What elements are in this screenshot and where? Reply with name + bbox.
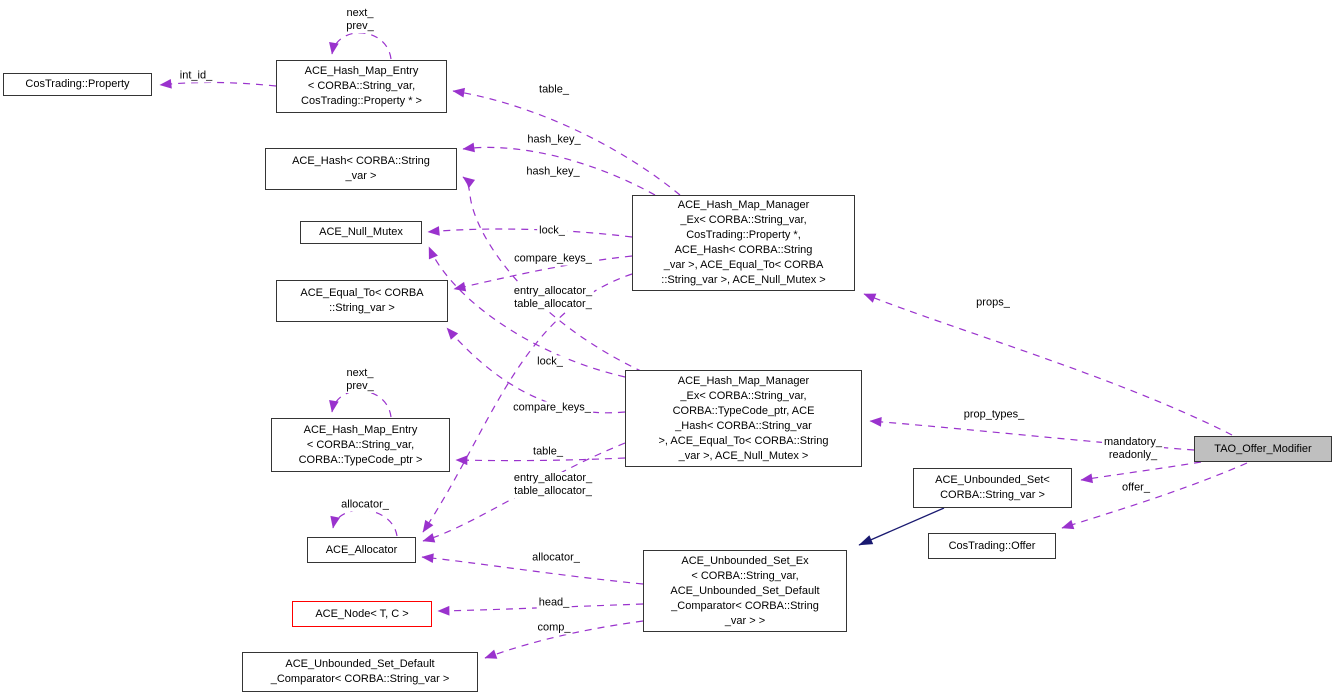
class-node-tao-offer-modifier: TAO_Offer_Modifier — [1194, 436, 1332, 462]
edge-label-mandatory-readonly: mandatory_ readonly_ — [1101, 436, 1165, 462]
class-node-hash-map-manager-typecode[interactable]: ACE_Hash_Map_Manager _Ex< CORBA::String_… — [625, 370, 862, 467]
edge-label-allocators-1: entry_allocator_ table_allocator_ — [511, 285, 595, 311]
edge-table-manager-typecode — [455, 455, 626, 466]
class-node-unbounded-set[interactable]: ACE_Unbounded_Set< CORBA::String_var > — [913, 468, 1072, 508]
edge-comp — [484, 620, 644, 659]
edge-lock-manager-property — [427, 226, 633, 238]
edge-allocator-self — [330, 509, 398, 537]
edge-lock-manager-typecode — [428, 246, 626, 378]
edge-label-table-1: table_ — [537, 83, 571, 97]
edge-inheritance-unbounded-set — [858, 507, 945, 546]
class-node-ace-hash[interactable]: ACE_Hash< CORBA::String _var > — [265, 148, 457, 190]
class-node-cos-trading-offer[interactable]: CosTrading::Offer — [928, 533, 1056, 559]
edge-label-table-2: table_ — [531, 445, 565, 459]
class-node-cos-trading-property[interactable]: CosTrading::Property — [3, 73, 152, 96]
edge-head — [437, 603, 644, 616]
edge-mandatory-readonly — [1080, 461, 1202, 484]
class-node-hash-map-entry-typecode[interactable]: ACE_Hash_Map_Entry < CORBA::String_var, … — [271, 418, 450, 472]
edge-props — [863, 293, 1233, 436]
edge-label-comp: comp_ — [535, 621, 573, 635]
edge-label-head: head_ — [536, 596, 572, 610]
edge-next-prev-entry-typecode — [329, 390, 392, 418]
edge-label-allocator-self: allocator_ — [339, 498, 391, 512]
edge-label-compare-keys-1: compare_keys_ — [512, 252, 594, 266]
edge-compare-keys-manager-typecode — [446, 327, 626, 414]
class-node-ace-equal-to[interactable]: ACE_Equal_To< CORBA ::String_var > — [276, 280, 448, 322]
edge-label-lock-1: lock_ — [537, 224, 567, 238]
edge-label-int-id: int_id_ — [177, 69, 215, 83]
edge-next-prev-entry-property — [329, 32, 392, 60]
edge-hash-key-manager-typecode — [462, 176, 644, 373]
edge-label-allocator-set-ex: allocator_ — [530, 551, 582, 565]
edge-label-hash-key-2: hash_key_ — [524, 165, 582, 179]
edge-label-offer: offer_ — [1120, 481, 1152, 495]
edge-label-hash-key-1: hash_key_ — [525, 133, 583, 147]
edge-hash-key-manager-property — [462, 142, 656, 196]
class-node-hash-map-entry-property[interactable]: ACE_Hash_Map_Entry < CORBA::String_var, … — [276, 60, 447, 113]
class-node-unbounded-set-default-comparator[interactable]: ACE_Unbounded_Set_Default _Comparator< C… — [242, 652, 478, 692]
edge-label-compare-keys-2: compare_keys_ — [511, 401, 593, 415]
class-node-hash-map-manager-property[interactable]: ACE_Hash_Map_Manager _Ex< CORBA::String_… — [632, 195, 855, 291]
class-node-unbounded-set-ex[interactable]: ACE_Unbounded_Set_Ex < CORBA::String_var… — [643, 550, 847, 632]
edge-allocator-set-ex — [421, 553, 644, 585]
edge-allocators-manager-typecode — [422, 442, 626, 543]
edge-label-prop-types: prop_types_ — [961, 408, 1027, 422]
edge-offer — [1061, 462, 1248, 530]
edge-table-manager-property — [452, 87, 681, 196]
edge-label-allocators-2: entry_allocator_ table_allocator_ — [511, 472, 595, 498]
class-node-ace-null-mutex[interactable]: ACE_Null_Mutex — [300, 221, 422, 244]
edge-int-id — [159, 78, 277, 89]
class-node-ace-node: ACE_Node< T, C > — [292, 601, 432, 627]
edge-label-next-prev-1: next_ prev_ — [344, 7, 376, 33]
edge-label-next-prev-2: next_ prev_ — [344, 367, 376, 393]
class-node-ace-allocator[interactable]: ACE_Allocator — [307, 537, 416, 563]
edge-label-props: props_ — [974, 296, 1012, 310]
edge-label-lock-2: lock_ — [535, 355, 565, 369]
